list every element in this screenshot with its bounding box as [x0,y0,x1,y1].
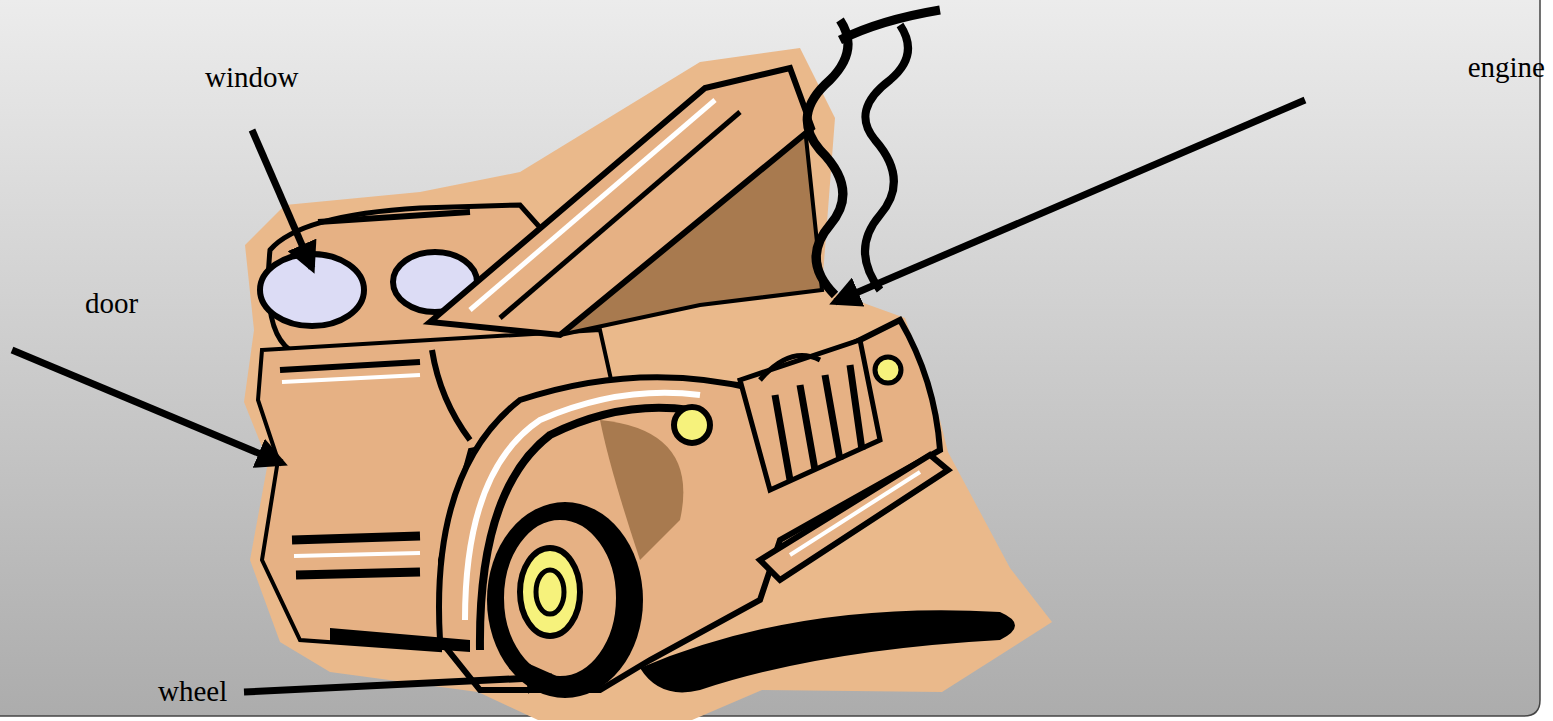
steam [840,10,940,40]
leader-arrow [835,100,1305,302]
steam [807,20,848,295]
part-label: door [85,288,138,320]
bumper-highlight [790,472,920,555]
tire [487,502,643,698]
rim [502,518,618,678]
body-stripe [282,375,420,382]
hood-line [500,112,740,318]
headlight [674,407,710,443]
part-label: wheel [158,676,227,708]
grille-top [760,356,820,381]
leader-arrow [12,350,282,463]
grille-bars [775,365,862,480]
body-stripe [280,362,420,370]
raised-hood [430,68,812,335]
headlight [875,357,901,383]
hood-highlight [470,100,715,310]
door-stripe [292,536,420,575]
hubcap [520,548,580,636]
roof-line [318,212,470,222]
door-stripe [294,553,420,556]
hubcap [536,570,564,614]
grille [740,340,880,490]
car-halo [244,48,1052,720]
steam [865,25,908,290]
part-label: engine [1468,52,1545,84]
door-seam [432,350,470,440]
part-label: window [205,62,298,94]
bumper [760,455,948,580]
leader-arrow [244,677,552,692]
leader-arrow [252,130,312,268]
